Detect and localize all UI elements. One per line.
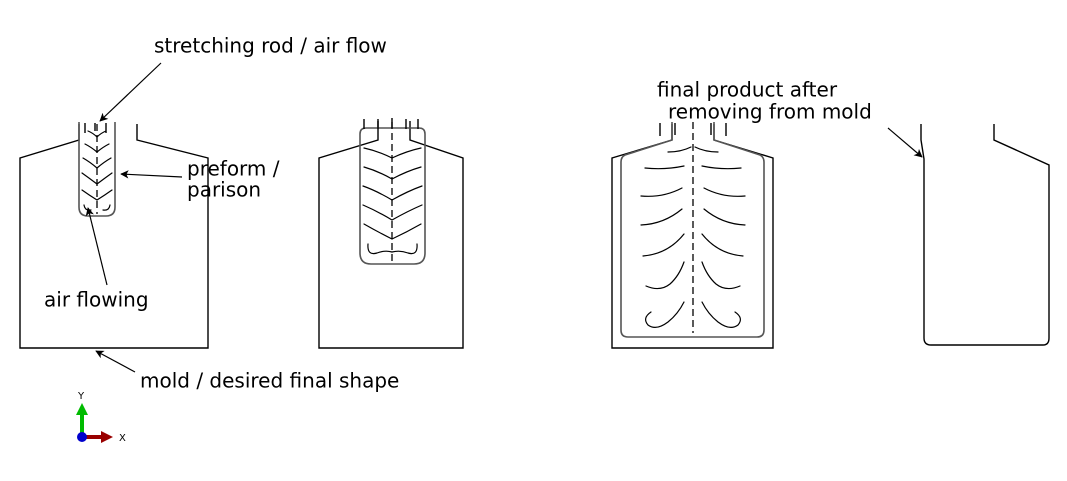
stage-4-final-product [920,124,1050,346]
leader-preform [120,170,183,179]
flow-lines-stage3 [640,146,746,328]
final-product-outline [920,124,1050,346]
label-mold-shape: mold / desired final shape [140,369,399,393]
mold-outline-stage2 [318,121,464,349]
flow-lines-stage2 [362,147,423,255]
leader-stretching-rod [99,62,162,122]
preform-wall-stage3 [620,122,765,338]
annotation-leaders [85,62,923,373]
label-preform-line2: parison [187,178,261,202]
leader-final-product [887,127,923,158]
preform-wall-stage1 [78,122,116,217]
label-stretching-rod: stretching rod / air flow [154,34,387,58]
axis-y-label: Y [77,391,85,402]
stage-3-fully-blown [611,122,774,349]
preform-neck-ticks-stage3 [659,123,727,136]
flow-lines-stage1 [81,130,113,211]
label-air-flowing: air flowing [44,288,149,312]
label-preform-line1: preform / [187,157,280,181]
axis-x-label: X [119,433,126,444]
leader-mold-shape [95,350,136,373]
mold-outline-stage1 [19,124,209,349]
axis-indicator: Y X [76,391,126,444]
axis-origin-dot [77,432,87,442]
axis-x-arrowhead [101,431,113,443]
leader-air-flowing [85,207,108,286]
axis-y-arrowhead [76,403,88,415]
label-final-product-line2: removing from mold [668,100,872,124]
stage-1-preform-in-mold [19,122,209,349]
label-final-product-line1: final product after [657,78,838,102]
stage-2-partially-blown [318,118,464,349]
